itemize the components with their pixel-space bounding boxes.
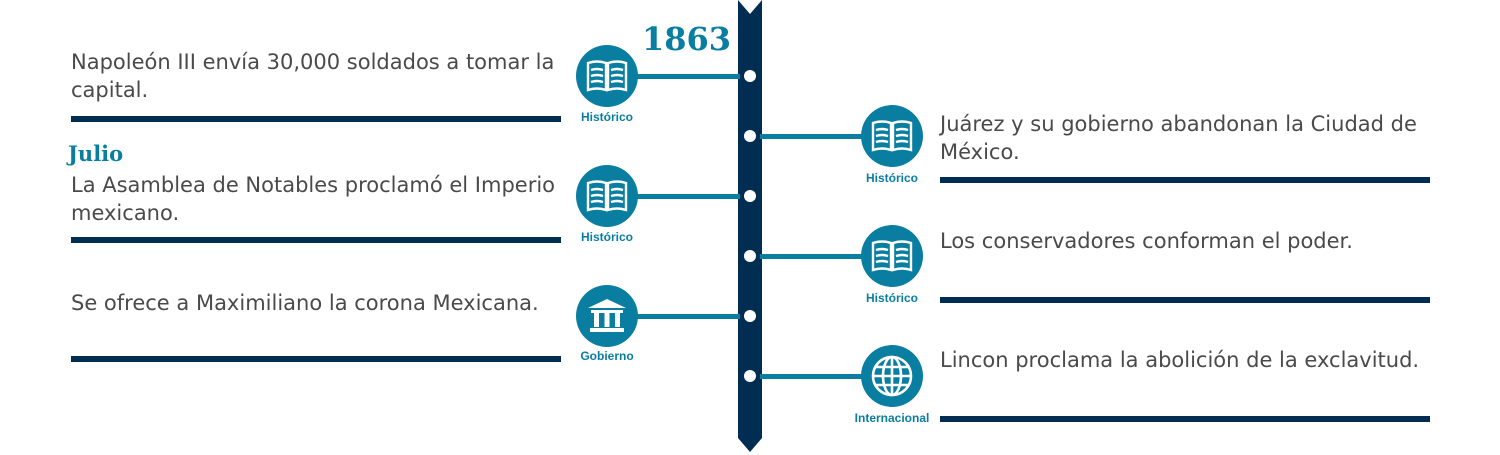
- book-icon: [861, 105, 923, 167]
- category-label: Gobierno: [580, 349, 634, 363]
- category-label: Histórico: [580, 230, 633, 244]
- timeline-dot: [744, 250, 756, 262]
- timeline-spine: [738, 0, 762, 452]
- connector: [630, 194, 740, 199]
- government-building-icon: [576, 285, 638, 347]
- event-text: Lincon proclama la abolición de la excla…: [940, 348, 1420, 372]
- divider: [71, 356, 561, 362]
- connector: [630, 74, 740, 79]
- timeline-dot: [744, 70, 756, 82]
- divider: [940, 416, 1430, 422]
- timeline-dot: [744, 190, 756, 202]
- category-label: Histórico: [865, 171, 918, 185]
- year-label: 1863: [642, 20, 732, 58]
- connector: [630, 314, 740, 319]
- globe-icon: [861, 345, 923, 407]
- connector: [760, 374, 870, 379]
- event-text: Juárez y su gobierno abandonan la Ciudad…: [940, 112, 1417, 164]
- category-label: Histórico: [580, 110, 633, 124]
- category-label: Internacional: [854, 411, 930, 425]
- divider: [71, 116, 561, 122]
- event-text: Se ofrece a Maximiliano la corona Mexica…: [71, 291, 539, 315]
- divider: [71, 237, 561, 243]
- timeline-dot: [744, 130, 756, 142]
- connector: [760, 254, 870, 259]
- timeline-dot: [744, 370, 756, 382]
- category-label: Histórico: [865, 291, 918, 305]
- event-text: Los conservadores conforman el poder.: [940, 229, 1353, 253]
- book-icon: [861, 225, 923, 287]
- timeline-dot: [744, 310, 756, 322]
- event-text: La Asamblea de Notables proclamó el Impe…: [71, 173, 556, 225]
- connector: [760, 134, 870, 139]
- divider: [940, 177, 1430, 183]
- month-label: Julio: [68, 141, 124, 166]
- divider: [940, 297, 1430, 303]
- book-icon: [576, 45, 638, 107]
- book-icon: [576, 165, 638, 227]
- event-text: Napoleón III envía 30,000 soldados a tom…: [71, 50, 555, 102]
